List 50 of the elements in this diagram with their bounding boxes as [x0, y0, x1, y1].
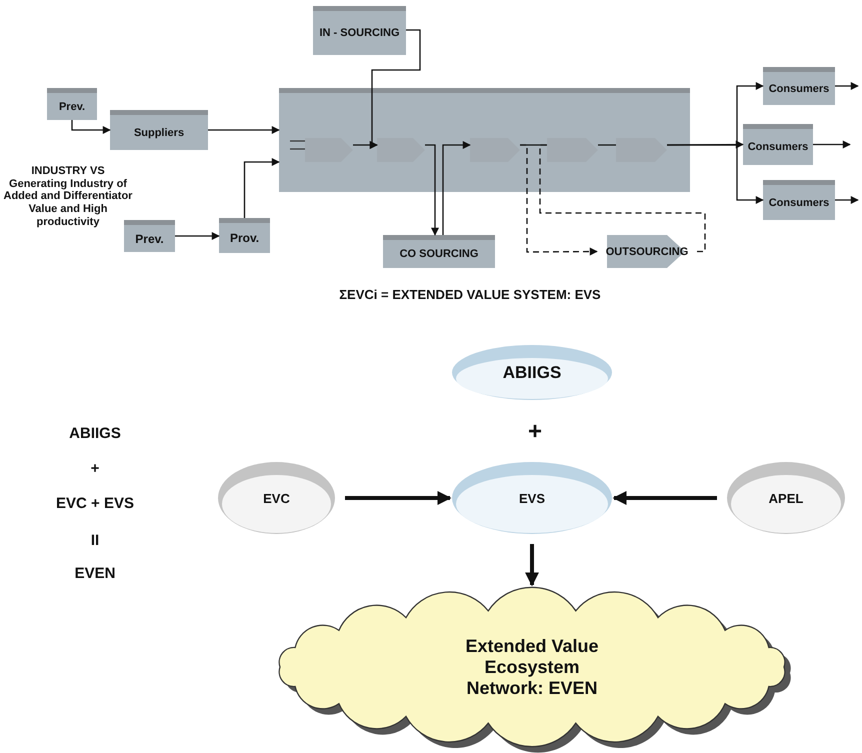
node-label: Extended Value Ecosystem Network: EVEN	[464, 636, 600, 698]
process-box	[279, 88, 690, 192]
node-label: CO SOURCING	[400, 248, 478, 260]
node-label: EVC	[263, 490, 290, 506]
arrow	[667, 144, 764, 204]
process-box	[763, 67, 835, 105]
node-label: OUTSOURCING	[606, 246, 688, 258]
arrow	[813, 140, 851, 148]
formula-text: EVC + EVS	[55, 495, 135, 513]
process-box	[47, 88, 97, 120]
formula-text: +	[90, 460, 100, 478]
node-label: Consumers	[748, 141, 808, 153]
annotation-text: INDUSTRY VS Generating Industry of Added and Differentiator Value and High productivity	[3, 165, 133, 228]
formula-text: ABIIGS	[68, 425, 122, 443]
node-label: Consumers	[768, 82, 830, 94]
arrow	[520, 144, 598, 256]
process-box	[743, 124, 813, 165]
formula-text: II	[90, 532, 100, 550]
connector-line	[598, 144, 616, 146]
formula-text: EVEN	[74, 565, 116, 583]
node-label: Prev.	[135, 232, 164, 246]
arrow	[835, 82, 859, 90]
annotation-text: ΣEVCi = EXTENDED VALUE SYSTEM: EVS	[338, 287, 602, 303]
arrow	[71, 120, 111, 134]
arrow	[345, 491, 452, 505]
arrow	[612, 491, 717, 505]
formula-text: +	[526, 418, 543, 447]
node-label: Consumers	[768, 196, 830, 208]
arrow	[442, 141, 471, 235]
process-box	[219, 218, 270, 253]
node-label: APEL	[768, 490, 804, 506]
arrow	[353, 141, 378, 149]
node-label: Prev.	[58, 100, 86, 112]
arrow	[425, 144, 439, 236]
arrow	[208, 126, 280, 134]
process-box	[313, 6, 406, 55]
arrow	[525, 544, 539, 586]
process-box	[763, 180, 835, 220]
node-label: EVS	[518, 490, 545, 506]
arrow	[835, 196, 859, 204]
node-label: ABIIGS	[502, 362, 562, 382]
process-box	[124, 220, 175, 252]
arrow	[175, 232, 220, 240]
arrow	[244, 158, 280, 218]
connector-line	[539, 144, 706, 252]
process-box	[110, 110, 208, 150]
node-label: Suppliers	[134, 126, 184, 138]
process-box	[383, 235, 495, 268]
node-label: IN - SOURCING	[319, 27, 400, 39]
node-label: Prov.	[230, 231, 260, 245]
